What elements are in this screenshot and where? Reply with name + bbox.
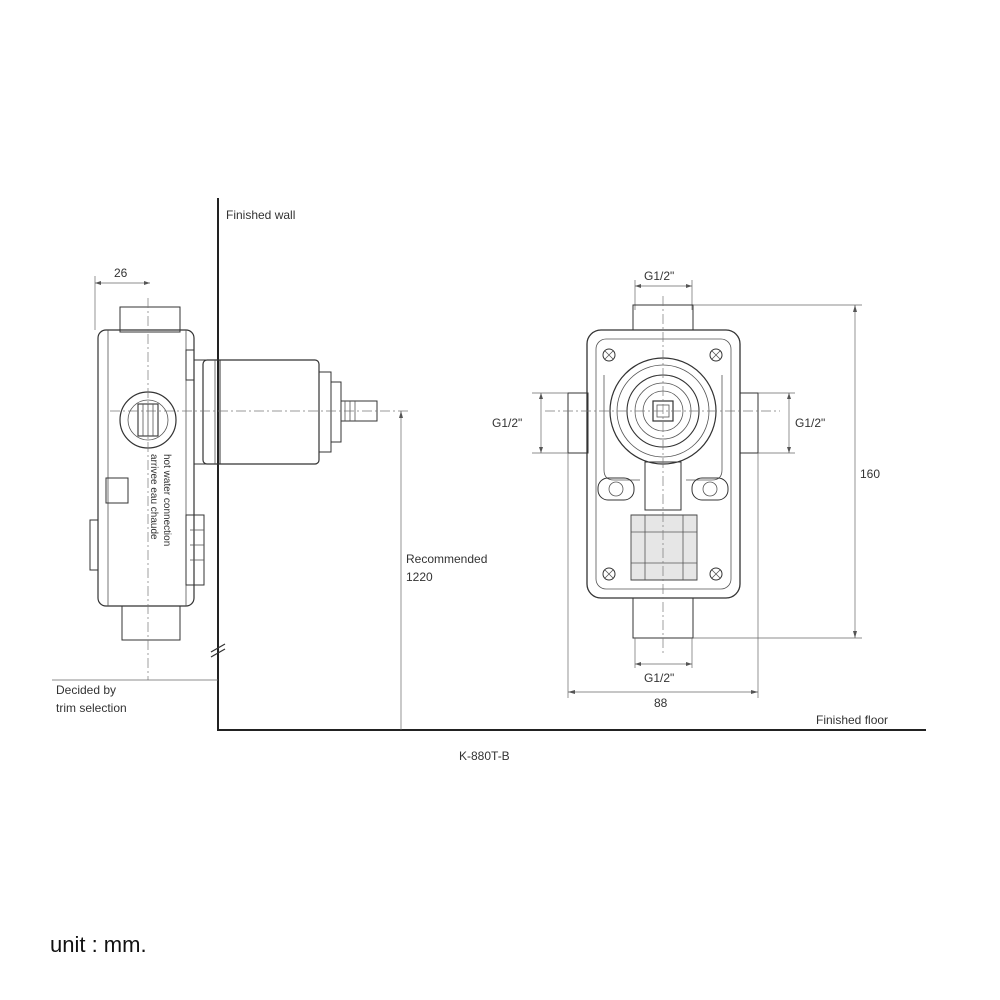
- unit-note: unit : mm.: [50, 932, 147, 957]
- recommended-label: Recommended: [406, 552, 487, 566]
- corner-screws: [602, 348, 723, 581]
- wall-break-mark: [210, 643, 226, 653]
- decided-label-line1: Decided by: [56, 683, 116, 697]
- dim-26-label: 26: [114, 266, 128, 280]
- side-cartridge-housing: [193, 359, 221, 465]
- dim-88-label: 88: [654, 696, 668, 710]
- decided-label-line2: trim selection: [56, 701, 127, 715]
- side-top-pipe: [119, 306, 181, 333]
- hot-water-text: hot water connection: [161, 454, 172, 546]
- side-view: 26 hot water connection arrivee eau chau…: [52, 266, 487, 730]
- front-right-port: [739, 392, 759, 454]
- side-bottom-pipe: [121, 605, 181, 641]
- g12-left-label: G1/2": [492, 416, 522, 430]
- g12-right-label: G1/2": [795, 416, 825, 430]
- g12-bottom-label: G1/2": [644, 671, 674, 685]
- outlet-hex-nut: [630, 514, 698, 581]
- finished-floor-label: Finished floor: [816, 713, 888, 727]
- recommended-value: 1220: [406, 570, 433, 584]
- front-left-port: [567, 392, 589, 454]
- dim-160-label: 160: [860, 467, 880, 481]
- finished-wall-label: Finished wall: [226, 208, 295, 222]
- arrivee-text: arrivee eau chaude: [148, 454, 159, 540]
- front-view: G1/2": [492, 269, 880, 710]
- model-label: K-880T-B: [459, 749, 510, 763]
- g12-top-label: G1/2": [644, 269, 674, 283]
- side-valve-body: [97, 329, 195, 607]
